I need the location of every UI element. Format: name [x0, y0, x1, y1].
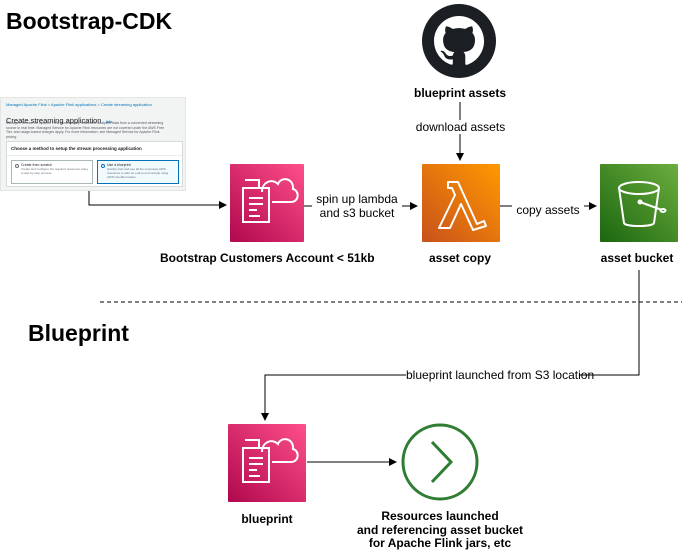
label-download-assets: download assets	[413, 120, 508, 134]
label-copy-assets: copy assets	[512, 203, 584, 217]
cloudformation-icon	[242, 438, 299, 483]
asset-copy-node	[422, 164, 500, 242]
label-blueprint-stack: blueprint	[228, 512, 306, 526]
s3-bucket-icon	[618, 181, 667, 227]
console-panel-title: Choose a method to setup the stream proc…	[11, 146, 142, 151]
chevron-circle-icon	[401, 423, 479, 501]
label-resources-line1: Resources launched	[381, 509, 499, 523]
console-panel-divider	[7, 155, 182, 156]
edge-console-to-bootstrap	[88, 190, 227, 209]
label-resources: Resources launched and referencing asset…	[350, 509, 530, 551]
label-spin-up-line2: and s3 bucket	[319, 206, 395, 220]
label-spin-up: spin up lambda and s3 bucket	[312, 192, 402, 220]
console-option-scratch-title: Create from scratch	[21, 163, 52, 167]
bootstrap-stack-node	[230, 164, 304, 242]
github-node	[422, 4, 496, 78]
resources-node	[400, 422, 480, 502]
console-method-panel: Choose a method to setup the stream proc…	[6, 141, 183, 187]
asset-bucket-node	[600, 164, 678, 242]
console-option-scratch[interactable]: Create from scratch Create and configure…	[11, 160, 93, 184]
label-bootstrap-stack: Bootstrap Customers Account < 51kb	[160, 251, 375, 265]
console-option-scratch-text: Create and configure the required resour…	[21, 167, 88, 175]
label-spin-up-line1: spin up lambda	[316, 192, 398, 206]
console-description: Managed Service for Apache Flink continu…	[6, 121, 165, 139]
console-info-link[interactable]: Info	[105, 120, 113, 124]
console-title: Create streaming application	[6, 116, 102, 125]
console-breadcrumb: Managed Apache Flink > Apache Flink appl…	[6, 102, 152, 107]
github-icon	[422, 4, 496, 78]
blueprint-stack-node	[228, 424, 306, 502]
console-title-row: Create streaming application Info	[6, 110, 112, 128]
console-option-blueprint[interactable]: Use a blueprint Quickly start and use al…	[97, 160, 179, 184]
console-option-blueprint-text: Quickly start and use all the necessary …	[107, 167, 169, 179]
cloudformation-icon	[242, 178, 299, 223]
label-github: blueprint assets	[400, 86, 520, 100]
label-resources-line2: and referencing asset bucket	[356, 522, 524, 537]
label-blueprint-launched: blueprint launched from S3 location	[406, 368, 595, 382]
lambda-icon	[438, 181, 487, 231]
section-title-blueprint: Blueprint	[28, 320, 129, 346]
edge-blueprint-launched	[261, 270, 640, 421]
radio-unselected-icon[interactable]	[15, 164, 19, 168]
label-asset-copy: asset copy	[410, 251, 510, 265]
console-option-blueprint-title: Use a blueprint	[107, 163, 131, 167]
label-asset-bucket: asset bucket	[592, 251, 682, 265]
label-resources-line3: for Apache Flink jars, etc	[368, 536, 512, 550]
console-screenshot: Managed Apache Flink > Apache Flink appl…	[0, 97, 186, 191]
section-title-bootstrap: Bootstrap-CDK	[6, 8, 173, 34]
radio-selected-icon[interactable]	[101, 164, 105, 168]
